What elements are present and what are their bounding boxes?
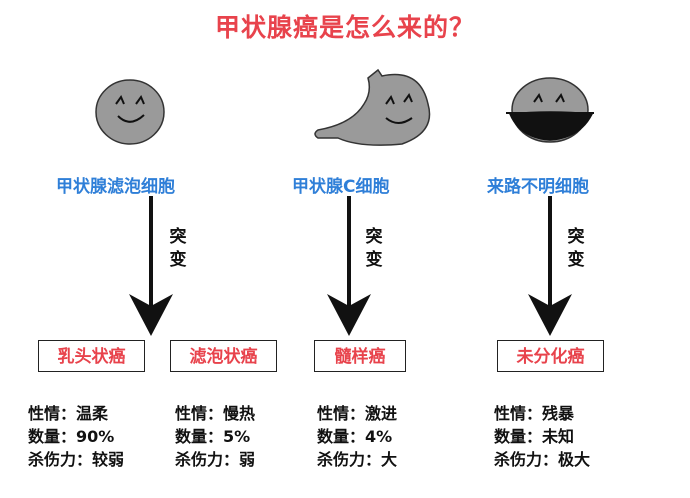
stat-temperament: 性情：激进 — [317, 404, 398, 423]
cancer-box-follicular: 滤泡状癌 — [170, 340, 277, 372]
cell-label-unknown: 来路不明细胞 — [487, 177, 589, 197]
mutation-char-1: 突 — [365, 227, 383, 247]
mutation-arrow-3 — [528, 196, 572, 336]
stats-papillary: 性情：温柔 数量：90% 杀伤力：较弱 — [28, 402, 124, 471]
mutation-label-1: 突 变 — [168, 226, 188, 272]
mutation-arrow-1 — [129, 196, 173, 336]
stat-lethality: 杀伤力：极大 — [494, 450, 591, 469]
mutation-label-3: 突 变 — [566, 226, 586, 272]
mutation-char-1: 突 — [567, 227, 585, 247]
stat-lethality: 杀伤力：大 — [317, 450, 398, 469]
stats-medullary: 性情：激进 数量：4% 杀伤力：大 — [317, 402, 397, 471]
stat-proportion: 数量：5% — [175, 427, 251, 446]
smiling-round-cell-icon — [95, 79, 165, 145]
smiling-masked-cell-icon — [506, 77, 594, 143]
cancer-box-anaplastic: 未分化癌 — [497, 340, 604, 372]
cell-label-c-cell: 甲状腺C细胞 — [292, 177, 390, 197]
smiling-crescent-cell-icon — [314, 68, 431, 146]
mutation-char-2: 变 — [169, 250, 187, 270]
mutation-char-2: 变 — [567, 250, 585, 270]
stat-lethality: 杀伤力：弱 — [175, 450, 256, 469]
cancer-box-papillary: 乳头状癌 — [38, 340, 145, 372]
stats-follicular: 性情：慢热 数量：5% 杀伤力：弱 — [175, 402, 255, 471]
stat-proportion: 数量：90% — [28, 427, 115, 446]
mutation-char-2: 变 — [365, 250, 383, 270]
cell-label-follicular: 甲状腺滤泡细胞 — [56, 177, 175, 197]
stat-temperament: 性情：慢热 — [175, 404, 256, 423]
diagram-title: 甲状腺癌是怎么来的？ — [214, 13, 475, 42]
mutation-arrow-2 — [327, 196, 371, 336]
stats-anaplastic: 性情：残暴 数量：未知 杀伤力：极大 — [494, 402, 590, 471]
mutation-label-2: 突 变 — [364, 226, 384, 272]
stat-temperament: 性情：温柔 — [28, 404, 109, 423]
stat-proportion: 数量：未知 — [494, 427, 575, 446]
cancer-box-medullary: 髓样癌 — [314, 340, 406, 372]
stat-proportion: 数量：4% — [317, 427, 393, 446]
mutation-char-1: 突 — [169, 227, 187, 247]
stat-temperament: 性情：残暴 — [494, 404, 575, 423]
stat-lethality: 杀伤力：较弱 — [28, 450, 125, 469]
